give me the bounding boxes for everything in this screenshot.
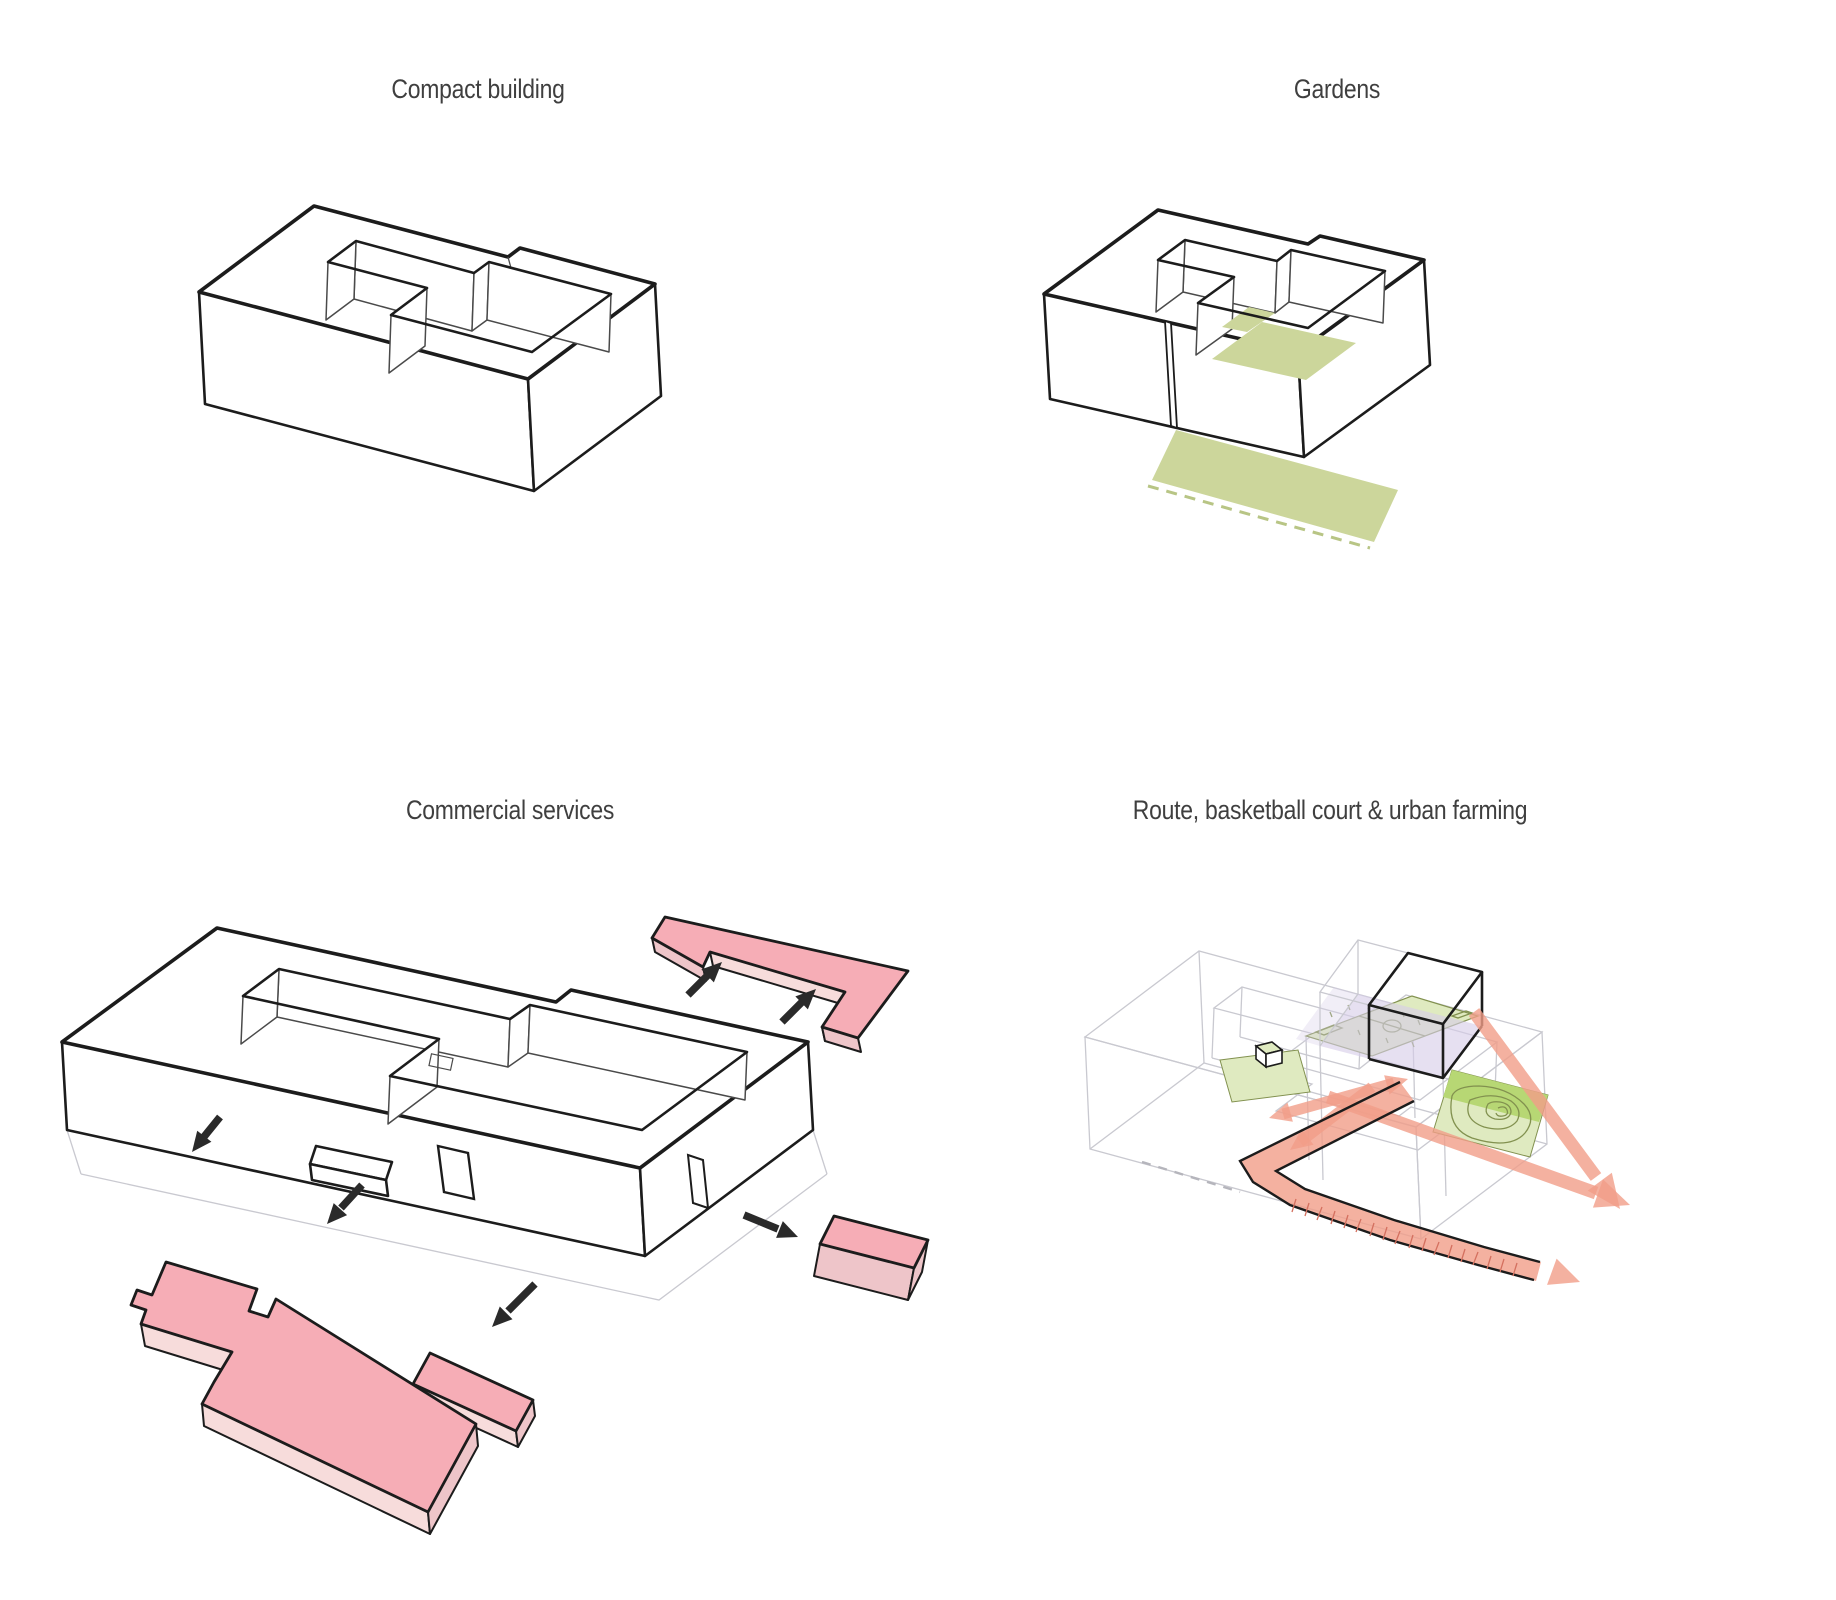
arrow-down-left-2-shaft <box>338 1182 365 1211</box>
wire-vert-1 <box>1198 950 1205 1064</box>
facade-notch-right <box>686 1153 710 1210</box>
arrow-down-left-3-shaft <box>505 1281 538 1314</box>
route-dashed-continuation <box>1141 1160 1241 1194</box>
walkway-fill <box>1240 1082 1541 1281</box>
ground-slab-top <box>129 1260 478 1514</box>
hall-floor-overhang <box>1296 987 1358 1046</box>
projection-line-3 <box>1319 1045 1324 1181</box>
walkway-outline-1 <box>1238 1080 1535 1282</box>
arrow-down-left-2-head <box>327 1203 348 1224</box>
arrow-down-left-1-head <box>192 1130 212 1152</box>
courtyard-opening <box>1156 238 1387 330</box>
panel-title-commercial-services: Commercial services <box>405 795 615 825</box>
arrow-up-right-2-head <box>795 989 816 1010</box>
courtyard-opening <box>241 967 749 1132</box>
hall-wire-left-top <box>1318 939 1409 1006</box>
ghost-edge-left <box>66 1129 82 1175</box>
arrow-up-right-2-shaft <box>779 999 805 1025</box>
ramp-end-arrow-head <box>1547 1258 1580 1285</box>
route-walkway <box>1141 1080 1580 1285</box>
facade-slot <box>1164 319 1178 430</box>
small-bar-top <box>411 1351 535 1433</box>
garden-patch <box>1219 1041 1311 1103</box>
mound-contour-mid <box>1467 1095 1520 1130</box>
explode-arrows <box>192 962 816 1327</box>
court-goal-right <box>1450 1010 1474 1019</box>
ramp-hatching <box>1291 1198 1518 1277</box>
right-box-top <box>818 1214 930 1270</box>
mound-contour-outer <box>1450 1085 1532 1144</box>
arrow-right-head <box>776 1221 798 1238</box>
walkway-outline-2 <box>1273 1099 1541 1264</box>
hall-bottom-right <box>1368 1025 1484 1080</box>
sports-hall-box <box>1296 939 1484 1080</box>
roof-bar-top <box>650 915 910 1040</box>
courtyard-floor-detail <box>428 1053 454 1071</box>
facade-notch-left <box>436 1144 476 1201</box>
courtyard-garden-large <box>1212 322 1356 380</box>
commercial-volume-right-box <box>813 1214 930 1301</box>
route-cross-arrow-h-head-left <box>1269 1102 1293 1122</box>
entry-step-box-front <box>308 1162 390 1198</box>
arrow-up-right-1-shaft <box>685 972 711 998</box>
wire-vert-2 <box>1239 986 1243 1038</box>
panel-title-route: Route, basketball court & urban farming <box>1132 795 1528 825</box>
hall-wire-bottom-left <box>1319 993 1359 1047</box>
garden-strip-dashed-edge <box>1147 484 1371 550</box>
roof-notch-edge <box>507 256 512 269</box>
arrow-right-shaft <box>742 1211 780 1233</box>
ghost-base-outline <box>80 1173 828 1301</box>
arrow-down-left-1-shaft <box>200 1114 223 1141</box>
panel-title-compact-building: Compact building <box>391 74 565 104</box>
garden-strip <box>1152 430 1398 542</box>
hall-floor <box>1320 994 1482 1078</box>
mound-spiral <box>1495 1106 1509 1117</box>
pavilion-cube-front <box>1265 1048 1283 1069</box>
urban-farming-mound <box>1432 1069 1549 1158</box>
courtyard-garden-small <box>1222 307 1275 332</box>
route-illustration <box>1083 939 1630 1285</box>
gardens-illustration <box>1042 208 1432 550</box>
route-arrow-long-head <box>1592 1179 1630 1208</box>
panel-title-gardens: Gardens <box>1293 74 1381 104</box>
compact-building-illustration <box>197 204 663 493</box>
arrow-up-right-1-head <box>701 962 722 983</box>
mound-contour-inner <box>1485 1101 1512 1120</box>
arrow-down-left-3-head <box>492 1306 513 1327</box>
wire-vert-5 <box>1211 1007 1215 1059</box>
commercial-services-illustration <box>60 915 930 1535</box>
commercial-volume-ground-slab <box>129 1260 479 1535</box>
route-cross-arrow-h-shaft <box>1281 1077 1396 1120</box>
route-arrow-steep-shaft <box>1468 1008 1602 1181</box>
ghost-edge-right <box>812 1129 828 1175</box>
courtyard-opening <box>326 239 613 354</box>
